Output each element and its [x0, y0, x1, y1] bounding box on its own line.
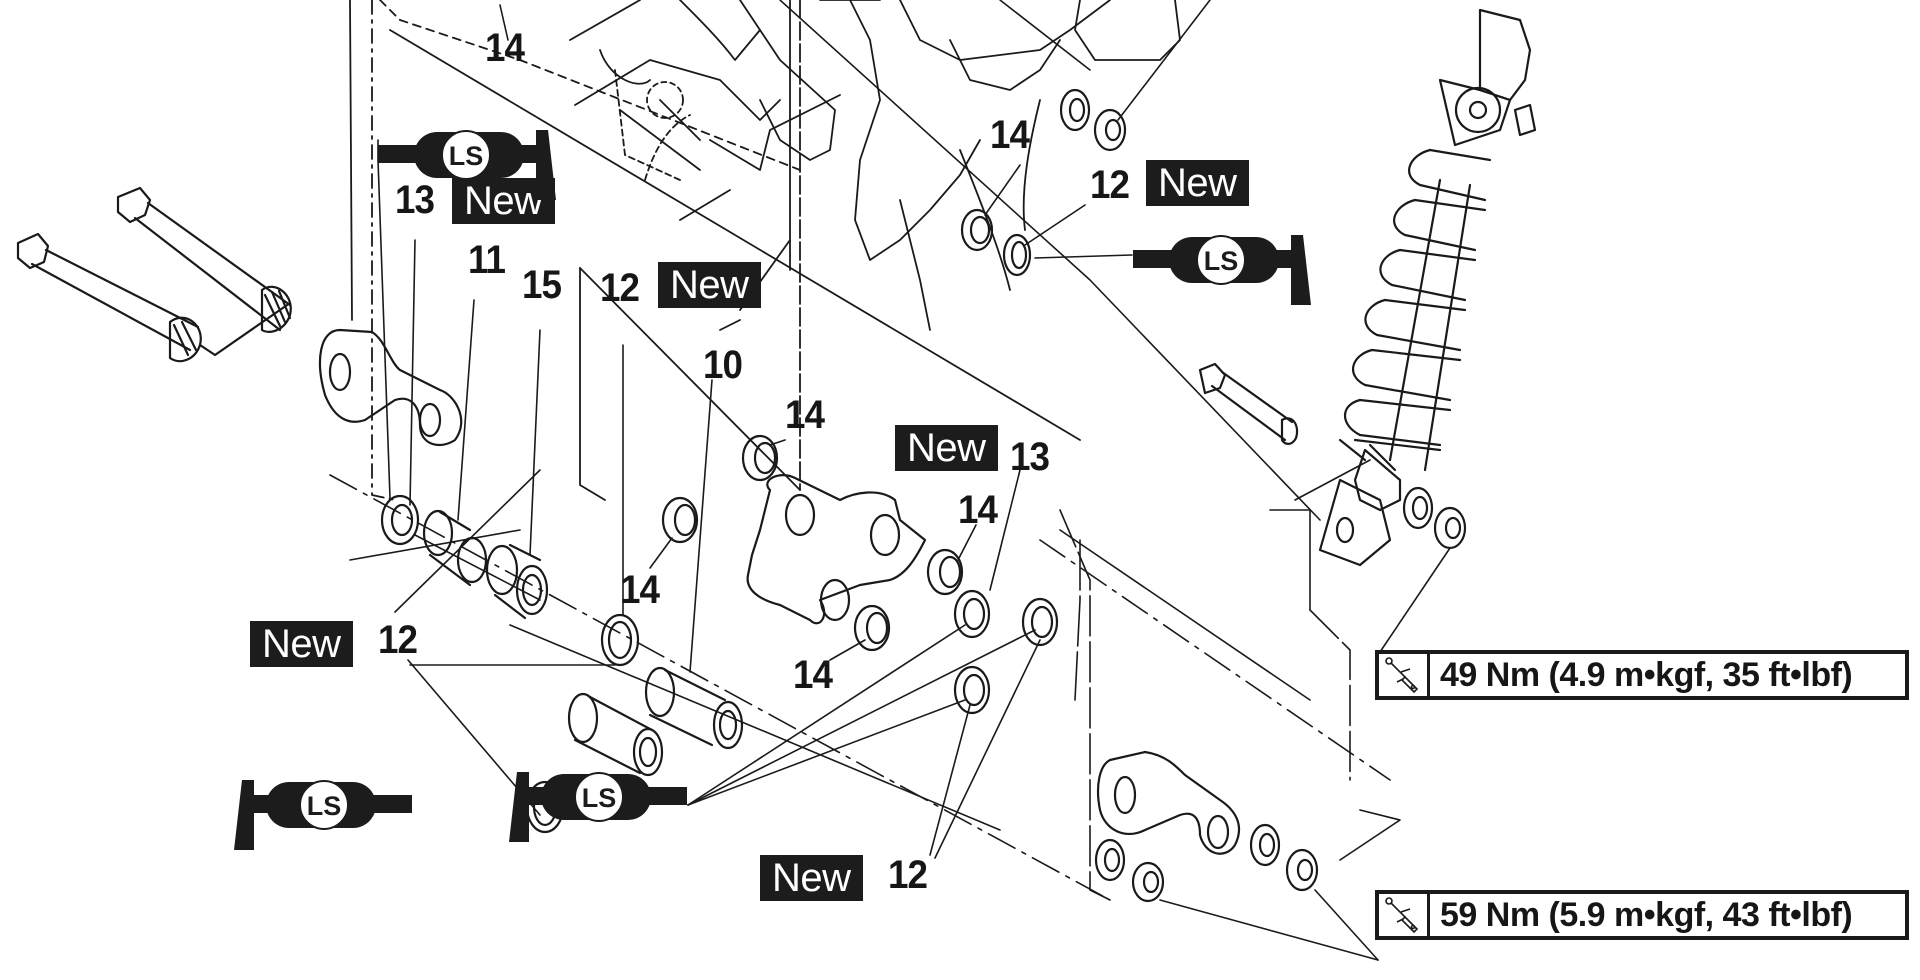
leader-lines [377, 0, 1451, 961]
collar-13-upper [380, 494, 420, 546]
bearing-14-a [741, 434, 779, 482]
part-number-12: 12 [600, 266, 640, 310]
bushing-11 [422, 509, 488, 587]
part-number-13: 13 [1010, 435, 1050, 479]
frame-section-sketch [349, 0, 1181, 501]
oil-seal-12-bottom [953, 665, 991, 715]
part-number-14: 14 [620, 568, 660, 612]
oil-seal-12-top-right [1002, 233, 1032, 277]
new-part-badge: New [895, 425, 998, 471]
washer-bottom-right [1249, 823, 1281, 867]
oil-seal-12-upper [600, 613, 640, 667]
lithium-grease-icon: LS [378, 130, 556, 200]
relay-arm [746, 473, 927, 625]
lithium-grease-icon: LS [1133, 235, 1311, 305]
new-part-badge: New [760, 855, 863, 901]
bearing-15 [485, 543, 549, 620]
lithium-grease-icon: LS [509, 772, 687, 842]
nut-shock-lower [1433, 506, 1467, 550]
part-number-12: 12 [1090, 163, 1130, 207]
torque-wrench-icon [1379, 654, 1430, 696]
collar-lower [567, 692, 664, 777]
connecting-rod-left [318, 328, 463, 447]
part-number-14: 14 [990, 113, 1030, 157]
lubricant-label: LS [582, 783, 617, 813]
part-number-14: 14 [793, 653, 833, 697]
washer-top-right [1059, 88, 1091, 132]
part-number-13: 13 [395, 178, 435, 222]
bolt-left-lower [16, 232, 292, 363]
bearing-14-top-right [960, 208, 994, 252]
new-part-badge: New [658, 262, 761, 308]
lubricant-label: LS [449, 141, 484, 171]
oil-seal-13-right-a [953, 589, 991, 639]
bearing-14-d [853, 604, 891, 652]
oil-seal-13-right-b [1021, 597, 1059, 647]
torque-spec-box: 49 Nm (4.9 m•kgf, 35 ft•lbf) [1375, 650, 1909, 700]
torque-value: 49 Nm (4.9 m•kgf, 35 ft•lbf) [1440, 655, 1853, 694]
washer-bottom-left [1094, 838, 1126, 882]
torque-spec-box: 59 Nm (5.9 m•kgf, 43 ft•lbf) [1375, 890, 1909, 940]
lubricant-label: LS [1204, 246, 1239, 276]
rear-shock-absorber [1198, 8, 1537, 567]
bearing-14-b [661, 496, 699, 544]
connecting-rod-right [1096, 750, 1241, 855]
washer-shock-lower [1402, 486, 1434, 530]
lubricant-label: LS [307, 791, 342, 821]
part-number-12: 12 [888, 853, 928, 897]
part-number-14: 14 [958, 488, 998, 532]
assembly-axis-lines [329, 0, 1401, 901]
new-part-badge: New [1146, 160, 1249, 206]
part-number-12: 12 [378, 618, 418, 662]
bearing-14-c [926, 548, 964, 596]
torque-wrench-icon [1379, 894, 1430, 936]
part-number-14: 14 [485, 26, 525, 70]
part-number-14: 14 [785, 393, 825, 437]
collar-10 [644, 666, 744, 750]
new-part-badge: New [250, 621, 353, 667]
bolt-left-upper [116, 186, 292, 333]
nut-bottom-right [1285, 848, 1319, 892]
lithium-grease-icon: LS [234, 780, 412, 850]
torque-value: 59 Nm (5.9 m•kgf, 43 ft•lbf) [1440, 895, 1853, 934]
nut-bottom-left [1131, 861, 1165, 903]
flange-nut-top-right [1093, 108, 1127, 152]
part-number-15: 15 [522, 263, 562, 307]
part-number-10: 10 [703, 343, 743, 387]
part-number-11: 11 [468, 238, 506, 282]
